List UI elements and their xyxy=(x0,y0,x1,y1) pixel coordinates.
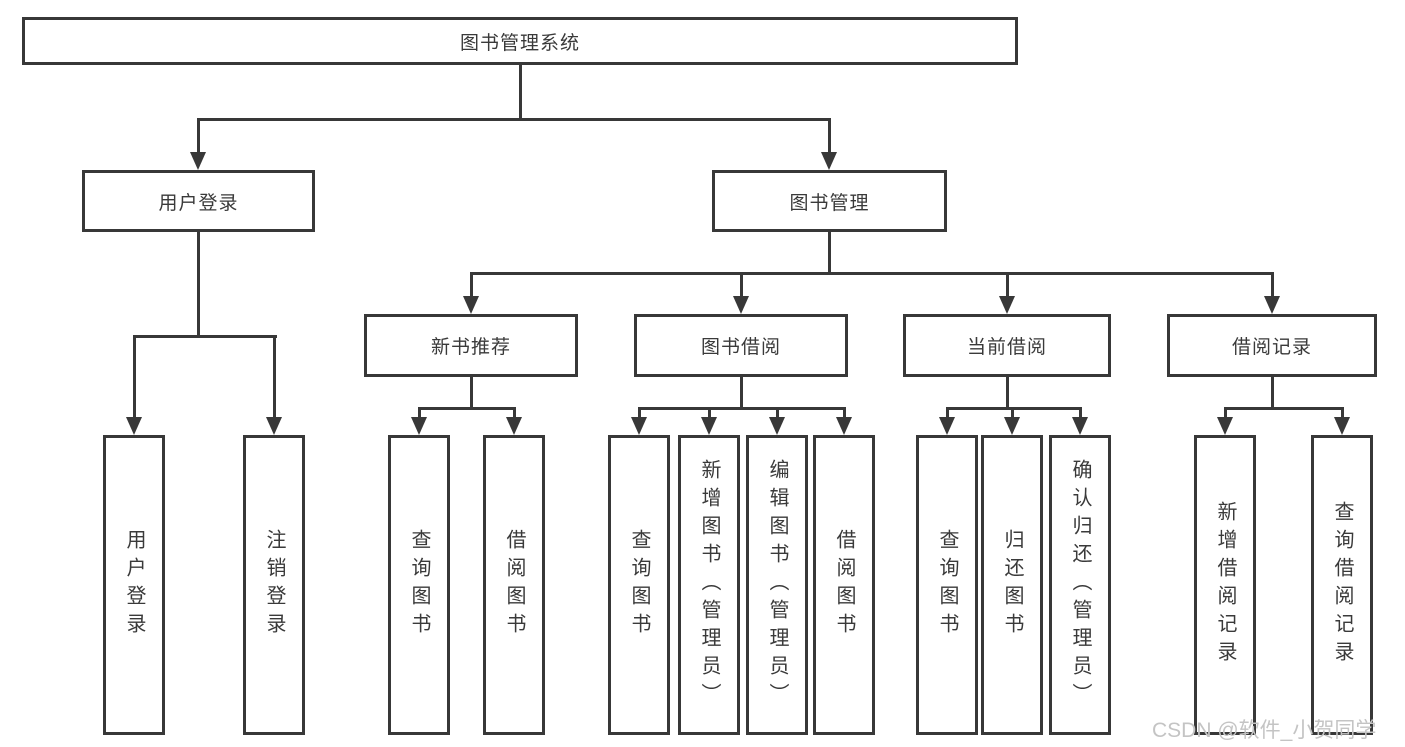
node-root-label: 图书管理系统 xyxy=(459,32,580,54)
node-book-borrow: 图书借阅 xyxy=(634,314,848,377)
connector-root-bar xyxy=(197,118,831,121)
leaf-bb-add-books: 新增图书（管理员） xyxy=(678,435,740,735)
arrowhead-down-icon xyxy=(266,417,282,435)
leaf-cb-return-books-label: 归还图书 xyxy=(1001,529,1023,641)
leaf-bb-add-books-label: 新增图书（管理员） xyxy=(698,459,720,711)
connector-current-borrow-bar xyxy=(946,407,1082,410)
connector-borrow-records-bar xyxy=(1224,407,1344,410)
connector-book-mgmt-stem xyxy=(828,232,831,274)
arrowhead-down-icon xyxy=(411,417,427,435)
leaf-br-query-record-label: 查询借阅记录 xyxy=(1331,501,1353,669)
node-new-book-rec: 新书推荐 xyxy=(364,314,578,377)
leaf-br-add-record-label: 新增借阅记录 xyxy=(1214,501,1236,669)
leaf-user-login-label: 用户登录 xyxy=(123,529,145,641)
leaf-cb-query-books: 查询图书 xyxy=(916,435,978,735)
arrowhead-down-icon xyxy=(939,417,955,435)
node-user-login-label: 用户登录 xyxy=(158,192,239,214)
leaf-cb-confirm-return-label: 确认归还（管理员） xyxy=(1069,459,1091,711)
connector-leaf-drop xyxy=(638,407,641,419)
leaf-user-login: 用户登录 xyxy=(103,435,165,735)
leaf-cb-query-books-label: 查询图书 xyxy=(936,529,958,641)
leaf-bb-borrow-books-label: 借阅图书 xyxy=(833,529,855,641)
csdn-watermark: CSDN @软件_小贺同学 xyxy=(1152,719,1377,742)
connector-leaf-drop xyxy=(1079,407,1082,419)
connector-book-mgmt-drop xyxy=(828,118,831,154)
node-current-borrow-label: 当前借阅 xyxy=(966,337,1047,358)
arrowhead-down-icon xyxy=(701,417,717,435)
leaf-bb-query-books: 查询图书 xyxy=(608,435,670,735)
leaf-cb-confirm-return: 确认归还（管理员） xyxy=(1049,435,1111,735)
arrowhead-down-icon xyxy=(821,152,837,170)
connector-book-borrow-stem xyxy=(740,377,743,409)
leaf-bb-edit-books-label: 编辑图书（管理员） xyxy=(766,459,788,711)
node-root: 图书管理系统 xyxy=(22,17,1018,65)
arrowhead-down-icon xyxy=(1004,417,1020,435)
connector-leaf-drop xyxy=(133,335,136,419)
node-new-book-rec-label: 新书推荐 xyxy=(430,337,511,358)
connector-user-login-drop xyxy=(197,118,200,154)
connector-leaf-drop xyxy=(418,407,421,419)
connector-leaf-drop xyxy=(946,407,949,419)
connector-leaf-drop xyxy=(1341,407,1344,419)
connector-leaf-drop xyxy=(273,335,276,419)
connector-book-mgmt-bar xyxy=(470,272,1274,275)
leaf-bb-borrow-books: 借阅图书 xyxy=(813,435,875,735)
connector-level3-drop xyxy=(740,272,743,298)
arrowhead-down-icon xyxy=(769,417,785,435)
connector-leaf-drop xyxy=(776,407,779,419)
connector-user-login-stem xyxy=(197,232,200,337)
node-book-borrow-label: 图书借阅 xyxy=(700,337,781,358)
connector-leaf-drop xyxy=(1224,407,1227,419)
leaf-rec-query-books-label: 查询图书 xyxy=(408,529,430,641)
connector-level3-drop xyxy=(1006,272,1009,298)
node-current-borrow: 当前借阅 xyxy=(903,314,1111,377)
connector-current-borrow-stem xyxy=(1006,377,1009,409)
arrowhead-down-icon xyxy=(190,152,206,170)
connector-leaf-drop xyxy=(708,407,711,419)
leaf-bb-edit-books: 编辑图书（管理员） xyxy=(746,435,808,735)
node-borrow-records: 借阅记录 xyxy=(1167,314,1377,377)
arrowhead-down-icon xyxy=(1072,417,1088,435)
arrowhead-down-icon xyxy=(999,296,1015,314)
connector-book-borrow-bar xyxy=(638,407,846,410)
leaf-logout: 注销登录 xyxy=(243,435,305,735)
arrowhead-down-icon xyxy=(631,417,647,435)
arrowhead-down-icon xyxy=(506,417,522,435)
arrowhead-down-icon xyxy=(126,417,142,435)
node-user-login: 用户登录 xyxy=(82,170,315,232)
node-book-mgmt: 图书管理 xyxy=(712,170,947,232)
node-book-mgmt-label: 图书管理 xyxy=(789,192,870,214)
connector-user-login-bar xyxy=(133,335,277,338)
leaf-rec-borrow-books: 借阅图书 xyxy=(483,435,545,735)
arrowhead-down-icon xyxy=(1264,296,1280,314)
connector-leaf-drop xyxy=(843,407,846,419)
leaf-br-add-record: 新增借阅记录 xyxy=(1194,435,1256,735)
node-borrow-records-label: 借阅记录 xyxy=(1231,337,1312,358)
connector-leaf-drop xyxy=(513,407,516,419)
leaf-rec-borrow-books-label: 借阅图书 xyxy=(503,529,525,641)
connector-borrow-records-stem xyxy=(1271,377,1274,409)
arrowhead-down-icon xyxy=(733,296,749,314)
connector-new-book-rec-stem xyxy=(470,377,473,409)
leaf-cb-return-books: 归还图书 xyxy=(981,435,1043,735)
leaf-rec-query-books: 查询图书 xyxy=(388,435,450,735)
arrowhead-down-icon xyxy=(836,417,852,435)
connector-level3-drop xyxy=(1271,272,1274,298)
connector-level3-drop xyxy=(470,272,473,298)
arrowhead-down-icon xyxy=(1334,417,1350,435)
connector-leaf-drop xyxy=(1011,407,1014,419)
arrowhead-down-icon xyxy=(1217,417,1233,435)
connector-root-stem xyxy=(519,65,522,120)
arrowhead-down-icon xyxy=(463,296,479,314)
connector-new-book-rec-bar xyxy=(418,407,516,410)
leaf-br-query-record: 查询借阅记录 xyxy=(1311,435,1373,735)
leaf-bb-query-books-label: 查询图书 xyxy=(628,529,650,641)
leaf-logout-label: 注销登录 xyxy=(263,529,285,641)
